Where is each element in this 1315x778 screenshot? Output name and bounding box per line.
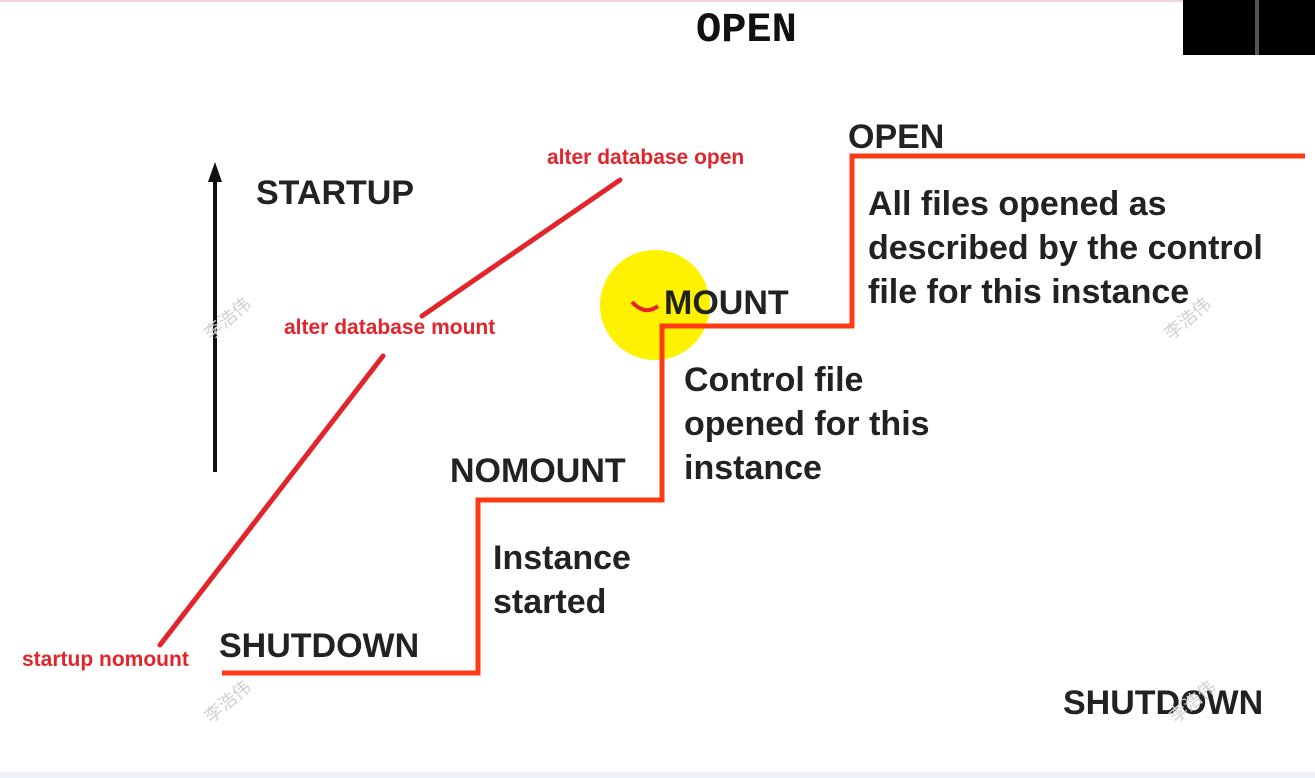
pen-stroke-mark	[630, 300, 660, 313]
bottom-edge-strip	[0, 772, 1315, 778]
highlight-circle	[600, 250, 710, 360]
annotation-line-mount	[419, 177, 623, 319]
command-startup-nomount: startup nomount	[22, 648, 189, 671]
annotation-line-nomount	[157, 353, 386, 648]
description-instance-started: Instance started	[493, 539, 631, 621]
axis-label-startup: STARTUP	[256, 174, 415, 212]
command-alter-database-mount: alter database mount	[284, 316, 496, 339]
stage-label-mount: MOUNT	[664, 284, 789, 322]
description-control-file: Control file opened for this instance	[684, 361, 930, 487]
stage-label-shutdown: SHUTDOWN	[219, 627, 420, 665]
overlay-video-thumbnail	[1183, 0, 1315, 55]
staircase-line	[222, 153, 1305, 676]
command-alter-database-open: alter database open	[547, 146, 745, 169]
page-title: OPEN	[696, 6, 797, 54]
stage-label-nomount: NOMOUNT	[450, 452, 626, 490]
description-all-files: All files opened as described by the con…	[868, 185, 1263, 311]
footer-shutdown-label: SHUTDOWN	[1063, 684, 1264, 722]
top-edge-line	[0, 0, 1315, 2]
stage-label-open: OPEN	[848, 118, 945, 156]
thumbnail-divider	[1255, 0, 1259, 55]
startup-arrow-head	[208, 162, 222, 182]
